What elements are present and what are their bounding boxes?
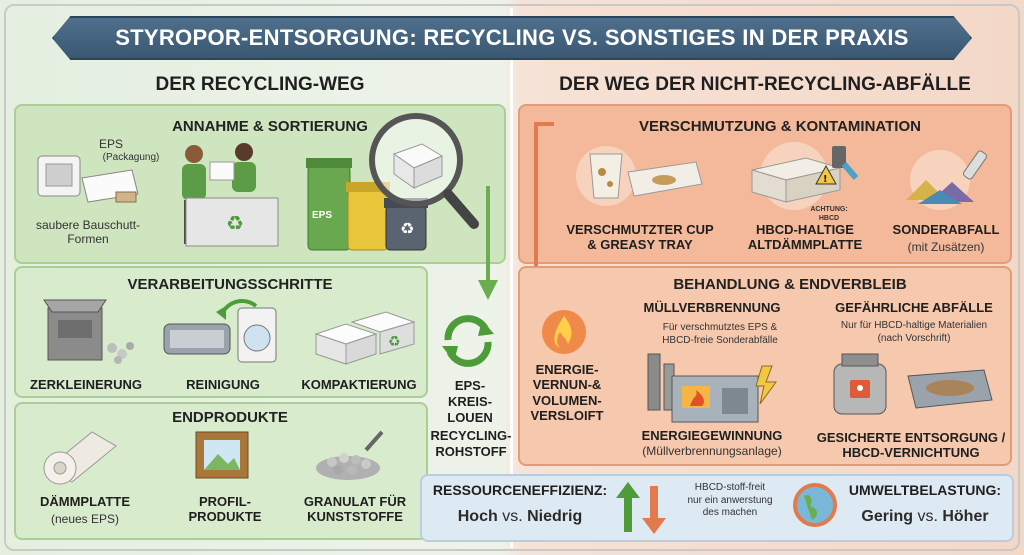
hazardous-title: GEFÄHRLICHE ABFÄLLE <box>835 300 993 315</box>
magnifier-icon <box>369 113 479 229</box>
shredder-icon <box>43 299 134 364</box>
sorting-title: ANNAHME & SORTIERUNG <box>172 118 368 135</box>
contamination-title: VERSCHMUTZUNG & KONTAMINATION <box>639 118 921 135</box>
energy-recovery-sub: (Müllverbrennungsanlage) <box>642 444 782 458</box>
granulate-icon <box>316 430 384 480</box>
column-divider <box>510 8 513 548</box>
page-title: STYROPOR-ENTSORGUNG: RECYCLING VS. SONST… <box>115 25 909 50</box>
picture-frame-icon <box>195 431 249 479</box>
hazardous-note: Nur für HBCD-haltige Materialien (nach V… <box>840 320 988 344</box>
efficiency-low: Niedrig <box>527 508 583 525</box>
item-hazardous-sub: (mit Zusätzen) <box>907 240 985 254</box>
flow-arrow-down <box>478 186 498 300</box>
loop-line5: ROHSTOFF <box>435 444 507 459</box>
footer-panel <box>420 474 1014 542</box>
impact-label: UMWELTBELASTUNG: <box>848 482 1002 498</box>
efficiency-vs: vs. <box>502 508 523 525</box>
incineration-plant-icon <box>647 353 777 423</box>
eps-package-icon <box>37 155 139 203</box>
svg-text:♻: ♻ <box>400 219 414 238</box>
product-insulation-sub: (neues EPS) <box>50 512 120 526</box>
item-hazardous: SONDERABFALL <box>892 222 1000 237</box>
hbcd-warning-label: ACHTUNG: HBCD <box>810 206 848 222</box>
incineration-title: MÜLLVERBRENNUNG <box>643 300 781 315</box>
energy-recovery-label: ENERGIEGEWINNUNG <box>641 428 783 443</box>
svg-text:♻: ♻ <box>226 211 244 235</box>
loop-line3: LOUEN <box>447 410 493 425</box>
energy-volume-label: ENERGIE- VERNUN-& VOLUMEN- VERSLOIFT <box>530 362 604 423</box>
step-cleaning: REINIGUNG <box>186 377 260 392</box>
step-shredding: ZERKLEINERUNG <box>30 377 142 392</box>
hazardous-powder-icon <box>906 150 988 210</box>
impact-low: Gering <box>861 508 913 525</box>
products-title: ENDPRODUKTE <box>172 409 288 426</box>
impact-high: Höher <box>942 508 989 525</box>
secured-disposal-label: GESICHERTE ENTSORGUNG / HBCD-VERNICHTUNG <box>816 430 1006 461</box>
middle-note: HBCD-stoff-freit nur ein anwerstung des … <box>687 482 773 518</box>
eps-sublabel: (Packagung) <box>102 152 160 163</box>
product-insulation: DÄMMPLATTE <box>39 494 131 509</box>
workers-icon: ♻ <box>182 143 279 247</box>
item-dirty-cup: VERSCHMUTZTER CUP & GREASY TRAY <box>566 222 714 253</box>
flame-icon <box>542 310 586 354</box>
compaction-blocks-icon: ♻ <box>314 311 416 365</box>
loop-arrows-icon <box>442 315 494 367</box>
processing-title: VERARBEITUNGSSCHRITTE <box>127 276 333 293</box>
globe-icon <box>793 483 837 527</box>
washing-machine-icon <box>163 299 277 363</box>
dirty-cup-tray-icon <box>576 146 703 206</box>
treatment-title: BEHANDLUNG & ENDVERBLEIB <box>673 276 907 293</box>
product-granulate: GRANULAT FÜR KUNSTSTOFFE <box>303 494 407 525</box>
loop-line2: KREIS- <box>447 394 493 409</box>
loop-line4: RECYCLING- <box>430 428 512 443</box>
impact-vs: vs. <box>917 508 938 525</box>
svg-text:!: ! <box>823 174 828 185</box>
insulation-roll-icon <box>43 431 117 485</box>
loop-line1: EPS- <box>454 378 486 393</box>
step-compaction: KOMPAKTIERUNG <box>301 377 417 392</box>
product-profiles: PROFIL- PRODUKTE <box>188 494 262 525</box>
bin-eps-label: EPS <box>311 210 332 221</box>
impact-values: Gering vs. Höher <box>840 508 1010 526</box>
clean-forms-label: saubere Bauschutt-Formen <box>35 218 141 247</box>
efficiency-high: Hoch <box>457 508 498 525</box>
outer-frame <box>4 4 1020 551</box>
incineration-note: Für verschmutztes EPS & HBCD-freie Sonde… <box>662 322 778 346</box>
secure-disposal-icon <box>833 353 993 415</box>
title-banner: STYROPOR-ENTSORGUNG: RECYCLING VS. SONST… <box>52 16 972 60</box>
hbcd-board-icon: ! <box>751 142 859 210</box>
item-hbcd-board: HBCD-HALTIGE ALTDÄMMPLATTE <box>747 222 863 253</box>
efficiency-label: RESSOURCENEFFIZIENZ: <box>432 482 608 498</box>
eps-label: EPS <box>98 137 123 151</box>
recycling-heading: DER RECYCLING-WEG <box>155 74 365 95</box>
non-recycling-heading: DER WEG DER NICHT-RECYCLING-ABFÄLLE <box>559 74 971 95</box>
updown-arrows-icon <box>616 482 666 534</box>
efficiency-values: Hoch vs. Niedrig <box>430 508 610 526</box>
svg-text:♻: ♻ <box>388 334 401 350</box>
